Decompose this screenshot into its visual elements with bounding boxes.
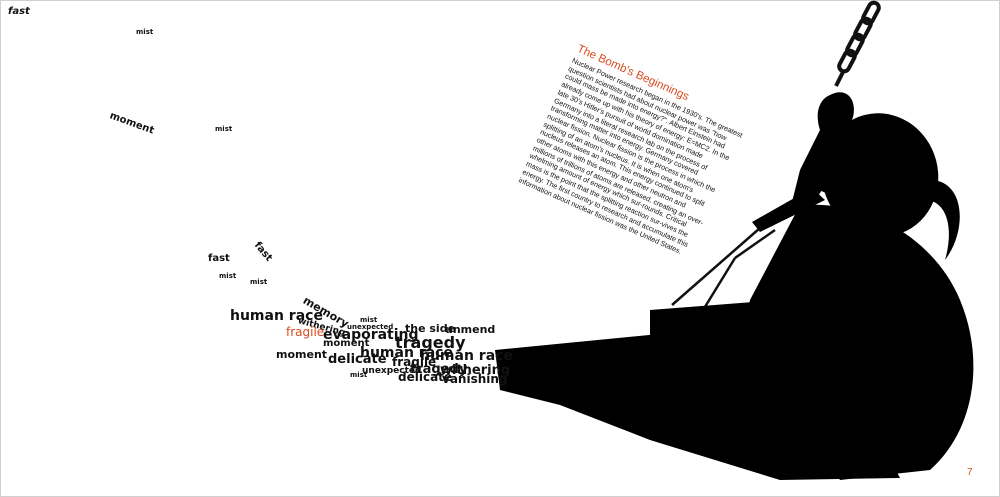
word-withering: withering <box>440 363 511 378</box>
word-tragedy: tragedy <box>410 362 468 377</box>
word-mist: mist <box>250 278 268 286</box>
swing-rope <box>671 227 776 316</box>
swing-chain <box>834 0 881 87</box>
word-mist: mist <box>219 272 237 280</box>
word-vanishing: vanishing <box>442 372 508 386</box>
word-moment: moment <box>276 348 328 361</box>
word-the-side: the side <box>405 322 456 335</box>
word-moment: moment <box>323 338 370 349</box>
word-fast: fast <box>8 6 30 17</box>
word-delicate: delicate <box>398 370 453 384</box>
page-number: 7 <box>967 467 973 478</box>
word-unexpected: unexpected <box>362 366 422 376</box>
word-human-race: human race <box>360 345 453 361</box>
word-evaporating: evaporating <box>323 327 419 343</box>
word-fragile: fragile <box>392 355 437 369</box>
word-mist: mist <box>360 316 378 324</box>
word-unmend: unmend <box>445 323 496 336</box>
girl-body <box>495 92 974 480</box>
word-human-race: human race <box>230 308 323 324</box>
word-delicate: delicate <box>328 352 387 367</box>
word-unexpected: unexpected <box>347 323 394 331</box>
word-mist: mist <box>136 28 154 36</box>
word-mist: mist <box>350 371 368 379</box>
word-tragedy: tragedy <box>395 333 466 352</box>
word-fast: fast <box>208 253 230 264</box>
word-human-race: human race <box>420 348 513 364</box>
word-fragile: fragile <box>286 325 325 339</box>
word-mist: mist <box>215 125 233 133</box>
